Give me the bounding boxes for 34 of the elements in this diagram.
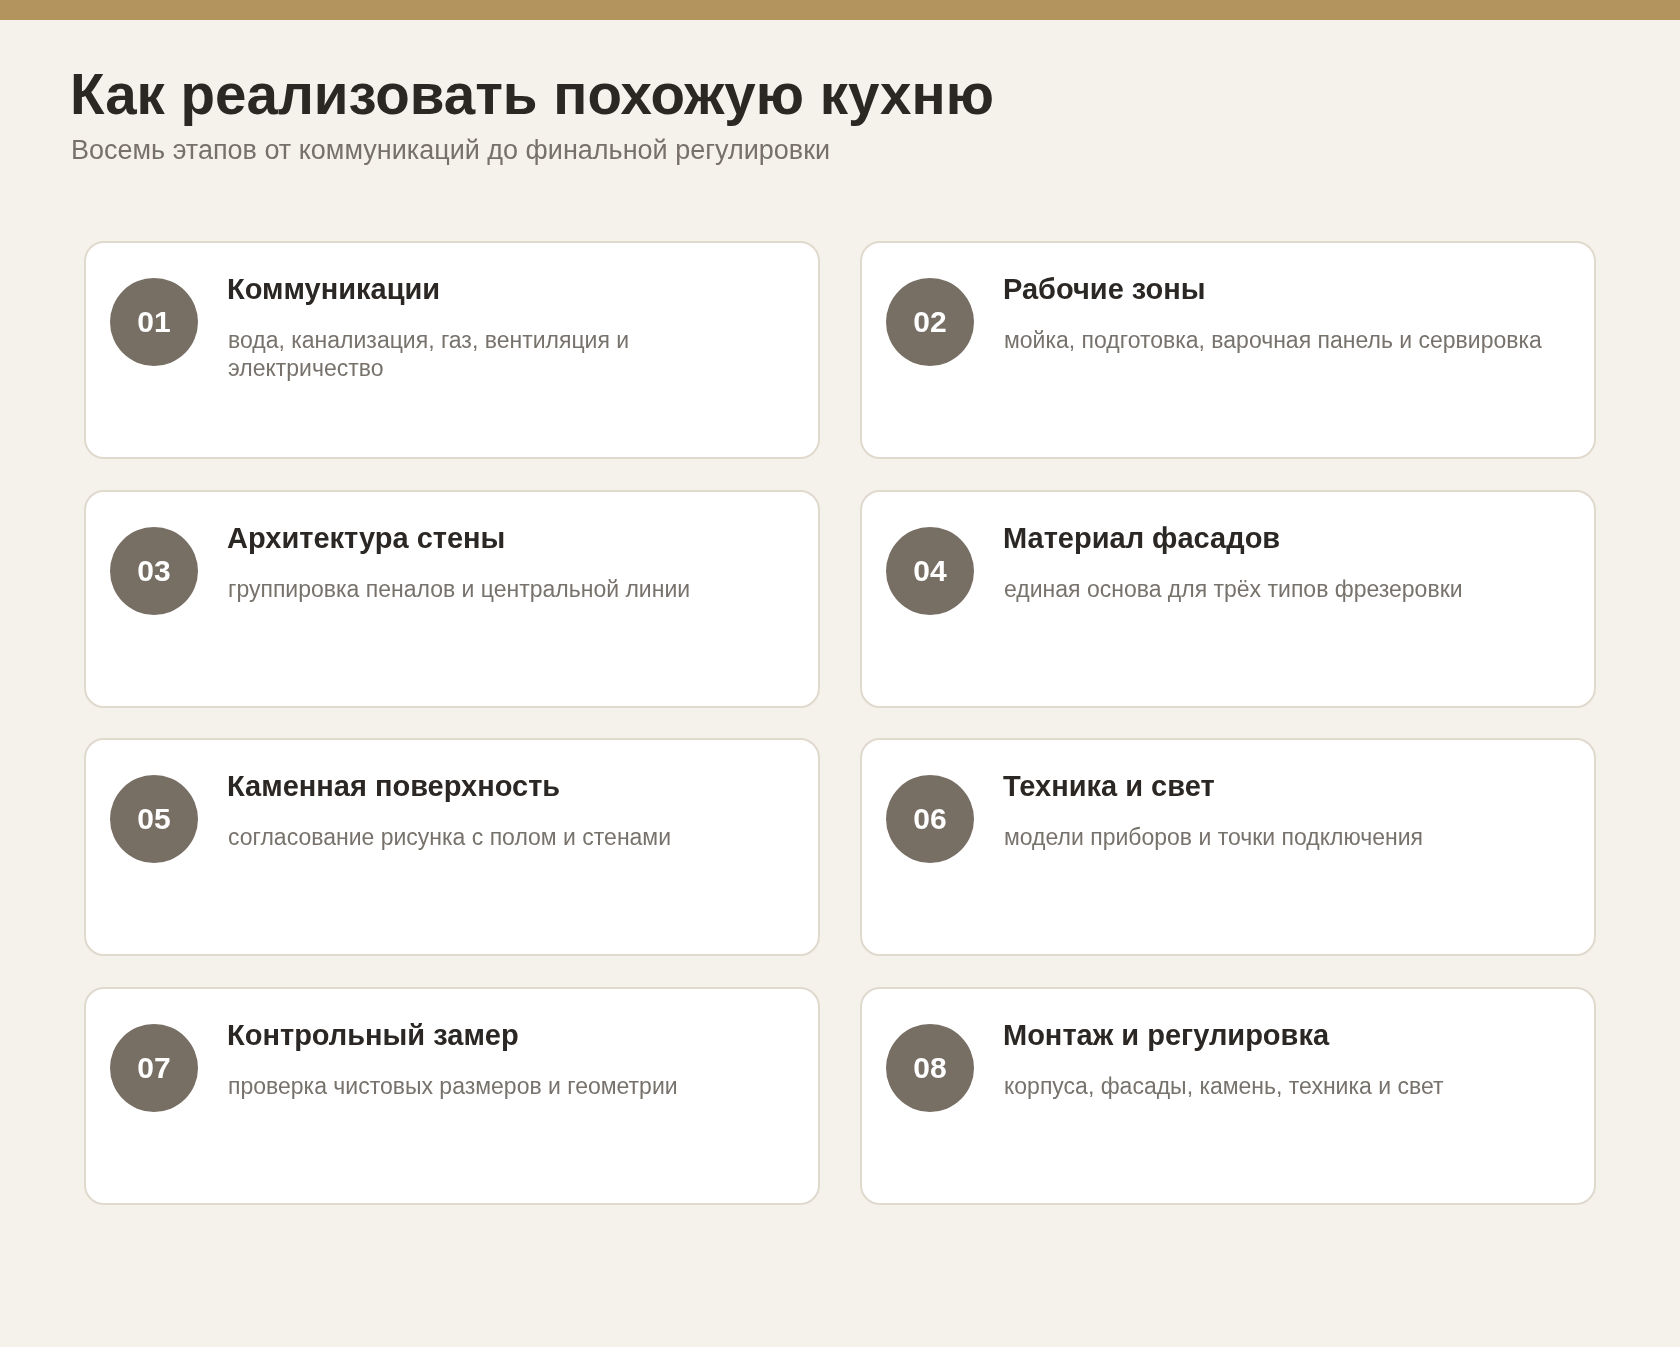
- step-number: 04: [886, 527, 974, 615]
- step-description: группировка пеналов и центральной линии: [228, 575, 692, 603]
- step-description: согласование рисунка с полом и стенами: [228, 823, 673, 851]
- step-number: 06: [886, 775, 974, 863]
- step-title: Техника и свет: [1003, 769, 1215, 803]
- step-title: Каменная поверхность: [227, 769, 561, 803]
- step-number: 08: [886, 1024, 974, 1112]
- step-number: 07: [110, 1024, 198, 1112]
- step-card: [84, 490, 820, 708]
- step-card: [84, 241, 820, 459]
- step-card: [860, 738, 1596, 956]
- step-title: Материал фасадов: [1003, 521, 1281, 555]
- step-description: мойка, подготовка, варочная панель и сервировка: [1004, 326, 1543, 354]
- step-title: Архитектура стены: [227, 521, 506, 555]
- step-title: Коммуникации: [227, 272, 441, 306]
- step-card: [860, 987, 1596, 1205]
- step-number: 02: [886, 278, 974, 366]
- step-description: модели приборов и точки подключения: [1004, 823, 1424, 851]
- subtitle: Восемь этапов от коммуникаций до финальной регулировки: [71, 134, 831, 167]
- step-description: вода, канализация, газ, вентиляция и электричество: [228, 326, 631, 382]
- step-card: [84, 987, 820, 1205]
- step-description: корпуса, фасады, камень, техника и свет: [1004, 1072, 1445, 1100]
- step-description: единая основа для трёх типов фрезеровки: [1004, 575, 1464, 603]
- step-card: [860, 241, 1596, 459]
- step-card: [84, 738, 820, 956]
- step-number: 05: [110, 775, 198, 863]
- step-title: Монтаж и регулировка: [1003, 1018, 1330, 1052]
- step-description: проверка чистовых размеров и геометрии: [228, 1072, 679, 1100]
- step-number: 03: [110, 527, 198, 615]
- step-title: Рабочие зоны: [1003, 272, 1206, 306]
- step-card: [860, 490, 1596, 708]
- page-title: Как реализовать похожую кухню: [70, 62, 994, 128]
- step-number: 01: [110, 278, 198, 366]
- step-title: Контрольный замер: [227, 1018, 519, 1052]
